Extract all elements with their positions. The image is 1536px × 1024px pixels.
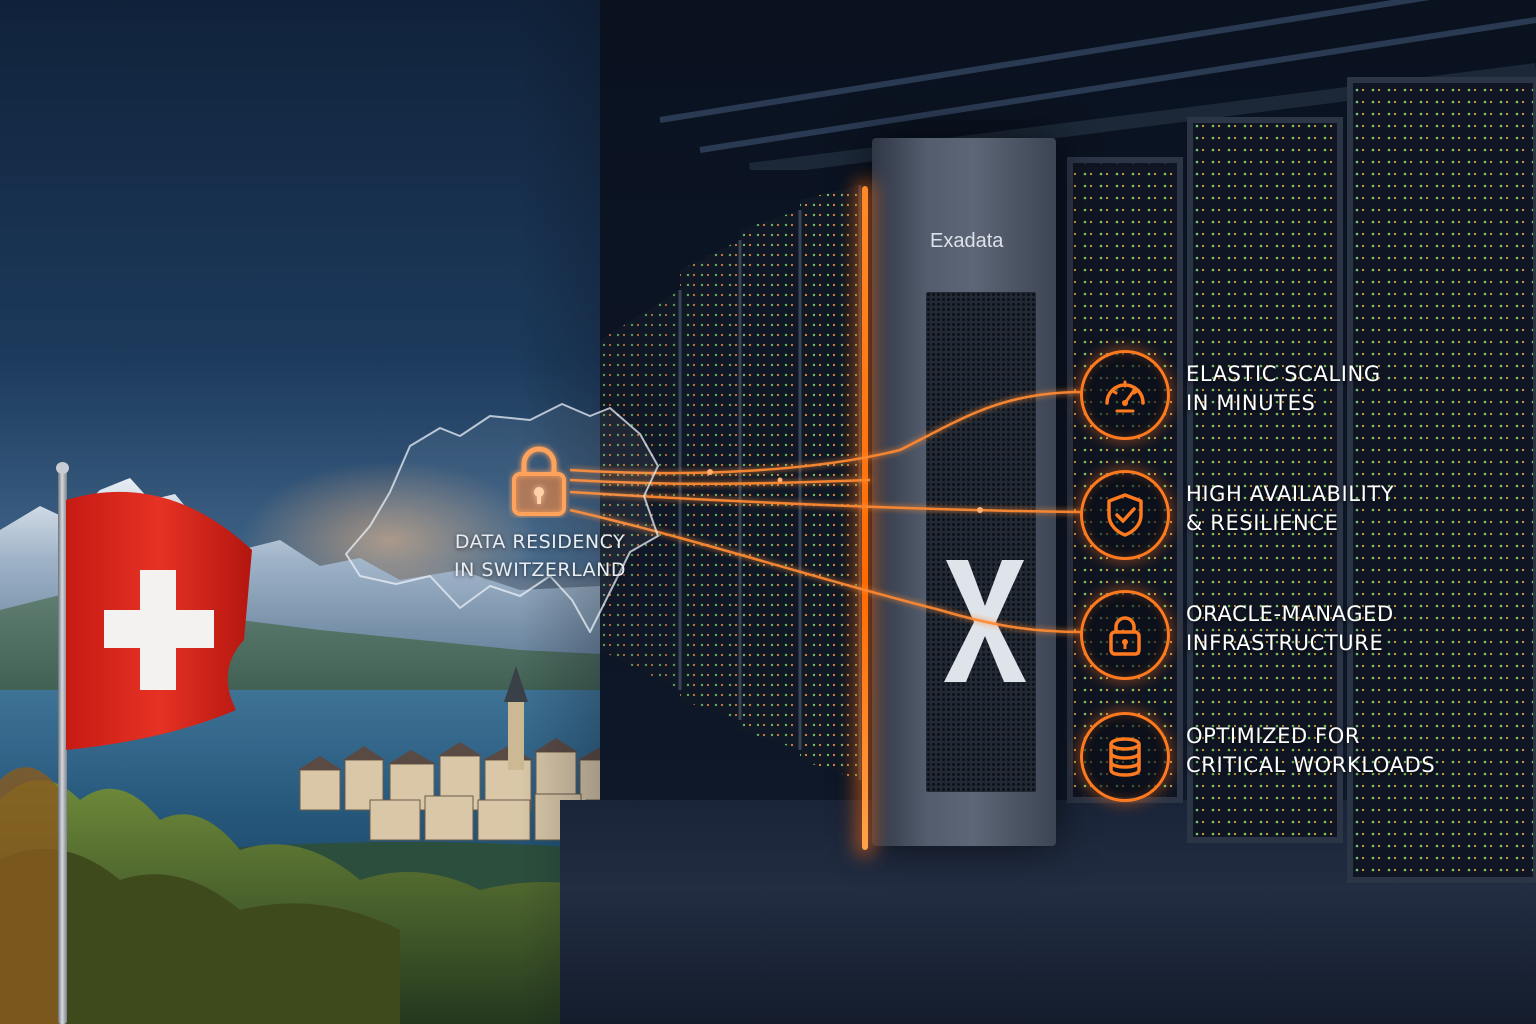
- cabinet-grille: [926, 292, 1036, 792]
- server-racks: [600, 77, 1536, 883]
- speedometer-icon: [1105, 380, 1145, 413]
- feature-line1: HIGH AVAILABILITY: [1186, 482, 1395, 506]
- feature-line1: ORACLE-MANAGED: [1186, 602, 1394, 626]
- residency-line2: IN SWITZERLAND: [454, 559, 626, 581]
- feature-line1: ELASTIC SCALING: [1186, 362, 1381, 386]
- lock-icon: [512, 446, 566, 516]
- feature-line2: IN MINUTES: [1186, 391, 1316, 415]
- exadata-label: Exadata: [930, 230, 1004, 252]
- residency-line1: DATA RESIDENCY: [454, 531, 626, 553]
- feature-optimized-workloads: OPTIMIZED FOR CRITICAL WORKLOADS: [1080, 712, 1520, 802]
- flag-pole: [58, 468, 67, 1024]
- switzerland-map: [345, 403, 659, 633]
- feature-oracle-managed: ORACLE-MANAGED INFRASTRUCTURE: [1080, 590, 1520, 680]
- feature-line2: INFRASTRUCTURE: [1186, 631, 1384, 655]
- database-icon: [1109, 737, 1141, 777]
- shield-check-icon: [1107, 493, 1143, 537]
- lock-icon: [1109, 616, 1141, 656]
- feature-high-availability: HIGH AVAILABILITY & RESILIENCE: [1080, 470, 1520, 560]
- swiss-flag: [66, 491, 252, 750]
- data-residency-label: DATA RESIDENCY IN SWITZERLAND: [440, 528, 640, 584]
- feature-line1: OPTIMIZED FOR: [1186, 724, 1361, 748]
- feature-line2: CRITICAL WORKLOADS: [1186, 753, 1436, 777]
- cabinet-orange-glow: [862, 186, 868, 850]
- feature-elastic-scaling: ELASTIC SCALING IN MINUTES: [1080, 350, 1520, 440]
- feature-line2: & RESILIENCE: [1186, 511, 1339, 535]
- flag-pole-cap: [56, 462, 69, 474]
